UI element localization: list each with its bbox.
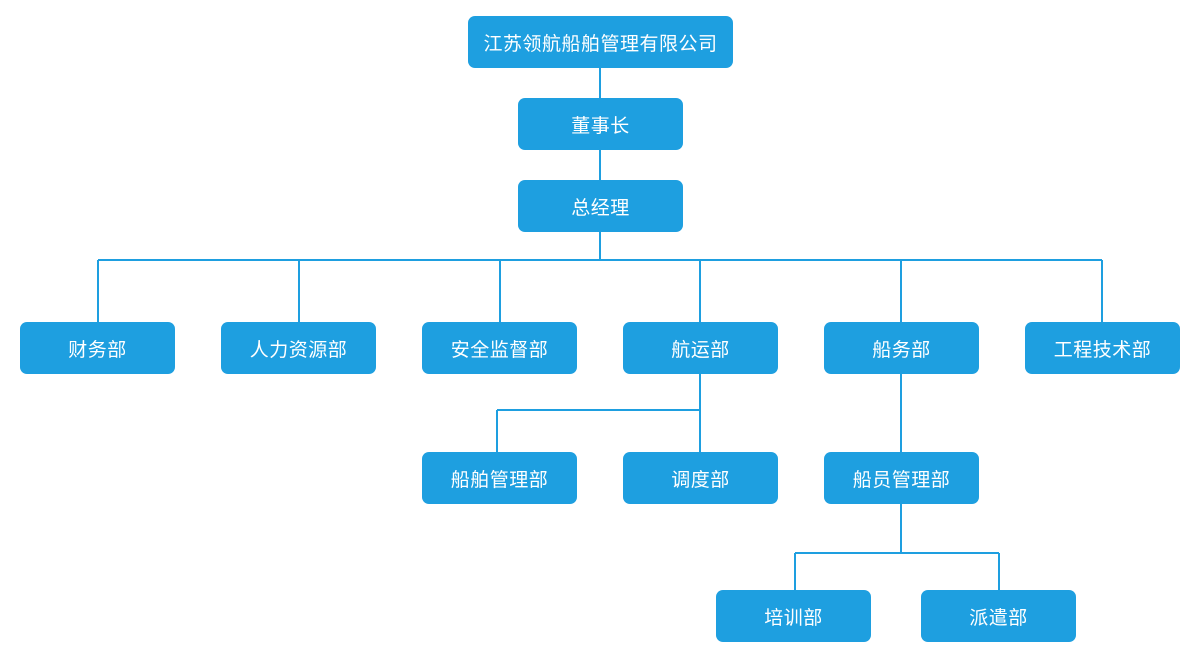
node-ship-affairs: 船务部 — [824, 322, 979, 374]
node-chairman: 董事长 — [518, 98, 683, 150]
node-company: 江苏领航船舶管理有限公司 — [468, 16, 733, 68]
node-shipping: 航运部 — [623, 322, 778, 374]
node-training: 培训部 — [716, 590, 871, 642]
node-engineering: 工程技术部 — [1025, 322, 1180, 374]
node-ship-management: 船舶管理部 — [422, 452, 577, 504]
node-dispatch: 调度部 — [623, 452, 778, 504]
node-crew-management: 船员管理部 — [824, 452, 979, 504]
node-finance: 财务部 — [20, 322, 175, 374]
node-general-manager: 总经理 — [518, 180, 683, 232]
node-assignment: 派遣部 — [921, 590, 1076, 642]
node-hr: 人力资源部 — [221, 322, 376, 374]
node-safety: 安全监督部 — [422, 322, 577, 374]
